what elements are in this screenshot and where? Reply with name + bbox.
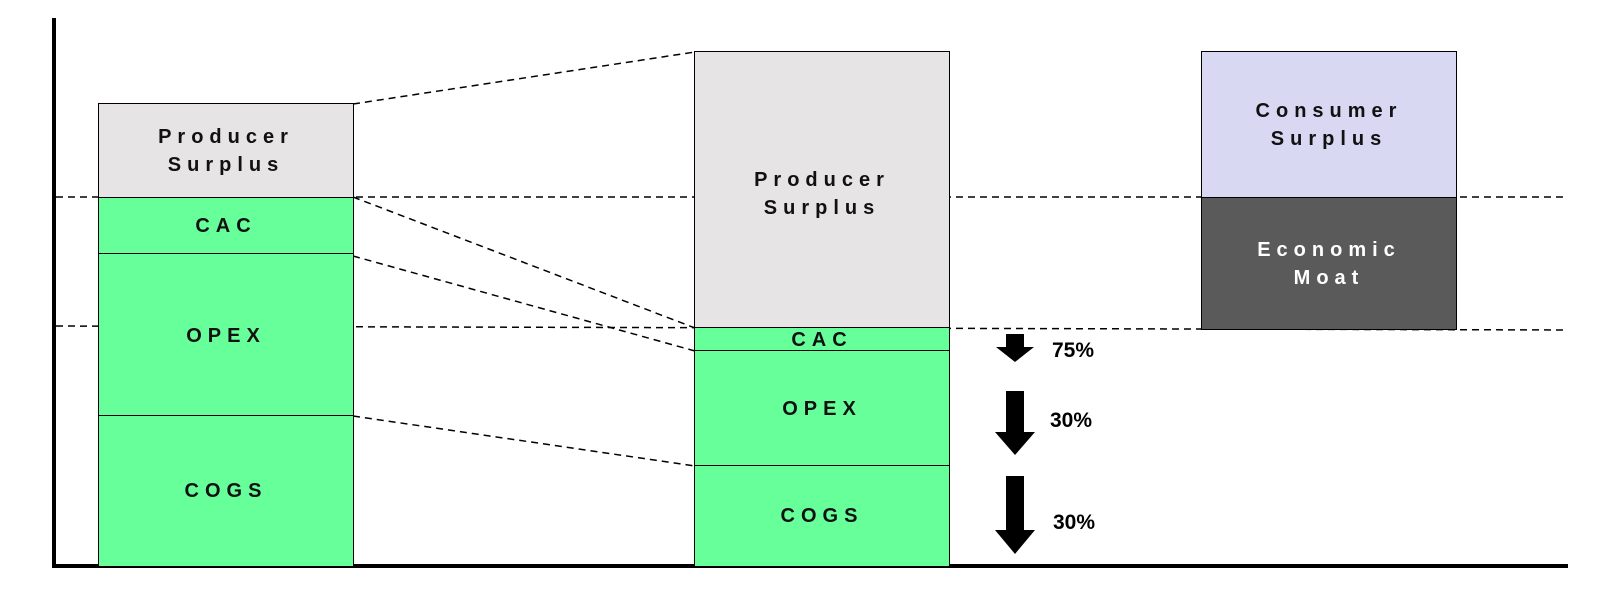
connector-opex-top <box>352 255 696 352</box>
cogs-reduction-percent: 30% <box>1053 511 1096 534</box>
left-producer-surplus-label: Producer Surplus <box>158 126 294 176</box>
consumer-surplus-block: Consumer Surplus <box>1201 51 1457 199</box>
middle-cac-block: CAC <box>694 327 950 352</box>
middle-opex-block: OPEX <box>694 350 950 467</box>
down-arrow-icon-opex <box>995 391 1035 455</box>
middle-producer-surplus-block: Producer Surplus <box>694 51 950 329</box>
cac-reduction-percent: 75% <box>1052 339 1095 362</box>
middle-cogs-block: COGS <box>694 465 950 567</box>
consumer-surplus-label: Consumer Surplus <box>1255 100 1403 150</box>
left-cogs-label: COGS <box>184 480 268 502</box>
middle-opex-label: OPEX <box>782 397 862 420</box>
left-producer-surplus-block: Producer Surplus <box>98 103 354 199</box>
connector-producer-top <box>352 51 696 105</box>
down-arrow-icon-cogs <box>995 476 1035 554</box>
middle-cac-label: CAC <box>791 328 853 351</box>
middle-cogs-label: COGS <box>780 505 864 527</box>
left-opex-block: OPEX <box>98 253 354 417</box>
economic-moat-label: Economic Moat <box>1257 238 1401 289</box>
connector-cac-top <box>352 196 696 329</box>
left-cac-block: CAC <box>98 197 354 255</box>
left-cac-label: CAC <box>195 215 257 237</box>
down-arrow-icon-cac <box>996 334 1034 362</box>
opex-reduction-percent: 30% <box>1050 409 1093 432</box>
left-opex-label: OPEX <box>186 325 266 347</box>
middle-producer-surplus-label: Producer Surplus <box>754 169 890 219</box>
economic-moat-block: Economic Moat <box>1201 197 1457 330</box>
left-cogs-block: COGS <box>98 415 354 567</box>
connector-cogs-top <box>352 415 696 467</box>
